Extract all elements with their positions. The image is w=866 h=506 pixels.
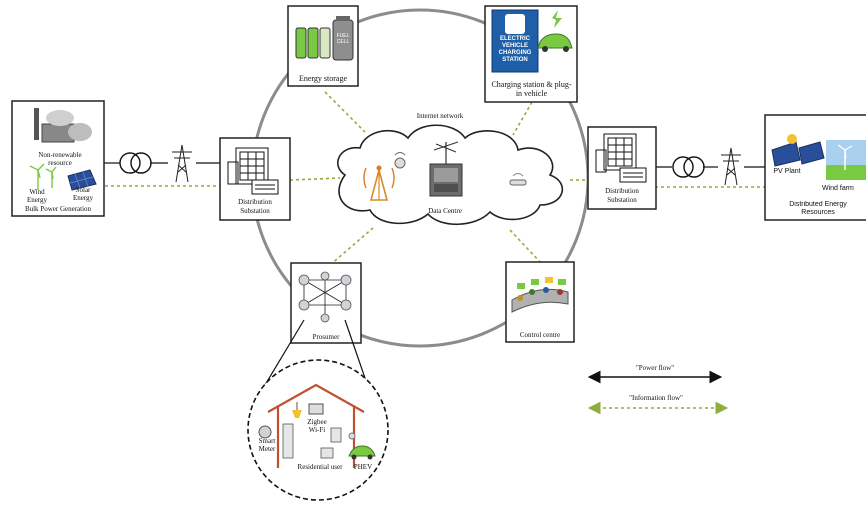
ev-sign-line-3: CHARGING <box>498 50 532 56</box>
ev-sign-line-2: VEHICLE <box>501 43 528 49</box>
solar-energy-line-2: Energy <box>72 194 94 202</box>
dist-substation-left-label: Distribution Substation <box>220 198 290 216</box>
pv-plant-label: PV Plant <box>773 168 801 175</box>
dist-substation-right-label: Distribution Substation <box>588 187 656 205</box>
data-centre-label: Data Centre <box>428 207 462 215</box>
info-flow-lines <box>105 91 765 266</box>
phev-car-icon <box>348 432 376 460</box>
wind-turbine-icon <box>29 163 57 190</box>
ev-sign-line-1: ELECTRIC <box>500 36 530 42</box>
meter-node-icons <box>298 271 352 323</box>
charging-station-label: Charging station & plug- in vehicle <box>484 80 579 98</box>
der-line-2: Resources <box>801 209 835 216</box>
charging-station-line-2: in vehicle <box>515 89 548 98</box>
dist-sub-right-line-2: Substation <box>607 196 637 204</box>
dist-sub-left-line-1: Distribution <box>238 198 272 206</box>
non-renewable-line-2: resource <box>48 159 72 167</box>
dist-sub-left-line-2: Substation <box>240 207 270 215</box>
control-room-icon <box>511 277 569 313</box>
pylon-right-icon <box>721 147 741 186</box>
smart-meter-icon <box>258 425 272 439</box>
control-centre-label: Control centre <box>519 331 561 339</box>
fuel-cell-label: FUEL CELL <box>336 33 350 45</box>
zigbee-label: Zigbee Wi-Fi <box>300 418 334 434</box>
charging-station-line-1: Charging station & plug- <box>491 80 572 89</box>
zigbee-line-1: Zigbee <box>307 418 327 426</box>
pv-plant-icon <box>771 134 825 167</box>
legend-info-flow-label: "Information flow" <box>629 394 683 402</box>
wifi-router-icon <box>509 173 527 186</box>
solar-energy-label: Solar Energy <box>66 186 100 202</box>
substation-building-left-icon <box>227 147 279 195</box>
prosumer-label: Prosumer <box>312 333 340 341</box>
energy-storage-label: Energy storage <box>298 74 348 83</box>
non-renewable-line-1: Non-renewable <box>38 151 82 159</box>
lamp-icon <box>292 402 302 418</box>
solar-panel-left-icon <box>67 169 97 191</box>
appliance-icons <box>282 423 342 459</box>
smart-meter-label: Smart Meter <box>252 437 282 453</box>
phev-label: PHEV <box>353 463 373 471</box>
wind-energy-label: Wind Energy <box>24 188 50 204</box>
wind-energy-line-2: Energy <box>26 196 48 204</box>
der-line-1: Distributed Energy <box>789 201 847 208</box>
battery-icon <box>295 27 331 59</box>
solar-energy-line-1: Solar <box>75 186 91 194</box>
wind-energy-line-1: Wind <box>29 188 45 196</box>
zigbee-line-2: Wi-Fi <box>308 426 326 434</box>
power-flow-lines <box>104 162 765 168</box>
internet-network-label: Internet network <box>416 112 464 120</box>
fuel-cell-icon <box>332 16 354 61</box>
non-renewable-label: Non-renewable resource <box>30 151 90 167</box>
cell-tower-icon <box>363 165 395 201</box>
ev-sign-text: ELECTRIC VEHICLE CHARGING STATION <box>492 36 538 64</box>
wind-farm-label: Wind farm <box>822 185 854 192</box>
transformer-left-icon <box>119 152 152 174</box>
dist-sub-right-line-1: Distribution <box>605 187 639 195</box>
bulk-power-label: Bulk Power Generation <box>24 205 92 213</box>
legend-power-flow-label: "Power flow" <box>635 364 675 372</box>
ev-car-icon <box>537 10 573 52</box>
plug-icon <box>505 14 525 34</box>
data-centre-icon <box>429 141 463 197</box>
zigbee-device-icon <box>308 403 324 415</box>
pylon-left-icon <box>172 144 192 183</box>
router-icon <box>394 152 406 169</box>
smart-meter-line-2: Meter <box>258 445 276 453</box>
smart-meter-line-1: Smart <box>258 437 276 445</box>
ev-sign-line-4: STATION <box>502 57 528 63</box>
power-plant-icon <box>34 108 92 143</box>
wind-farm-icon <box>826 140 866 180</box>
substation-building-right-icon <box>595 133 647 183</box>
der-label: Distributed Energy Resources <box>770 201 866 217</box>
residential-user-label: Residential user <box>297 463 343 471</box>
transformer-right-icon <box>672 156 705 178</box>
